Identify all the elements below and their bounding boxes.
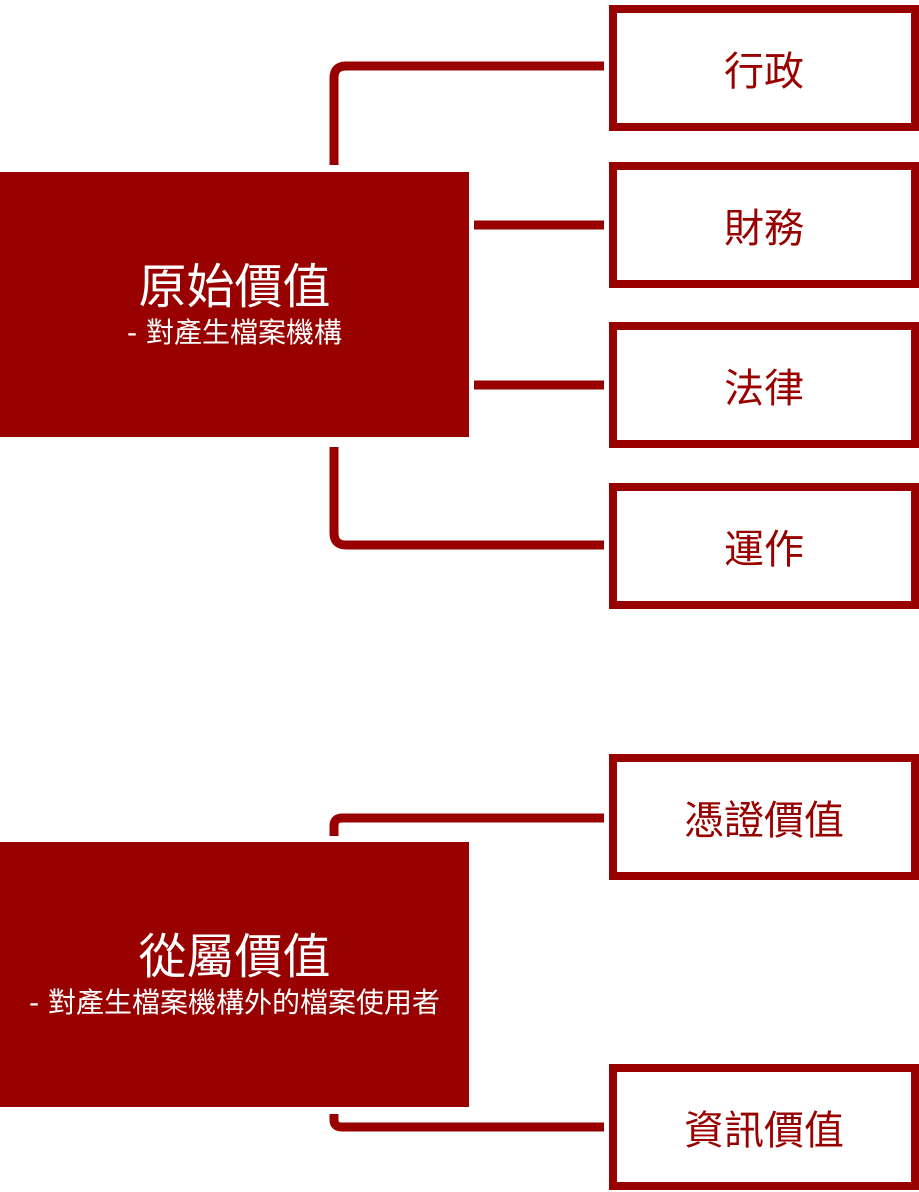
node-evidential-value: 憑證價值 (609, 754, 919, 880)
node-legal: 法律 (609, 322, 919, 448)
connector-primary-operational (329, 447, 604, 550)
node-administrative: 行政 (609, 5, 919, 131)
secondary-value-subtitle: - 對產生檔案機構外的檔案使用者 (28, 985, 440, 1019)
node-operational: 運作 (609, 483, 919, 609)
connector-secondary-evidential (329, 813, 604, 836)
connector-primary-administrative (329, 61, 604, 165)
connector-secondary-informational (329, 1114, 604, 1132)
node-financial: 財務 (609, 162, 919, 288)
primary-value-box: 原始價值 - 對產生檔案機構 (0, 172, 469, 437)
primary-value-title: 原始價值 (138, 258, 331, 315)
node-informational-value: 資訊價值 (609, 1064, 919, 1190)
secondary-value-title: 從屬價值 (138, 928, 331, 985)
primary-value-subtitle: - 對產生檔案機構 (126, 315, 342, 349)
secondary-value-box: 從屬價值 - 對產生檔案機構外的檔案使用者 (0, 842, 469, 1107)
